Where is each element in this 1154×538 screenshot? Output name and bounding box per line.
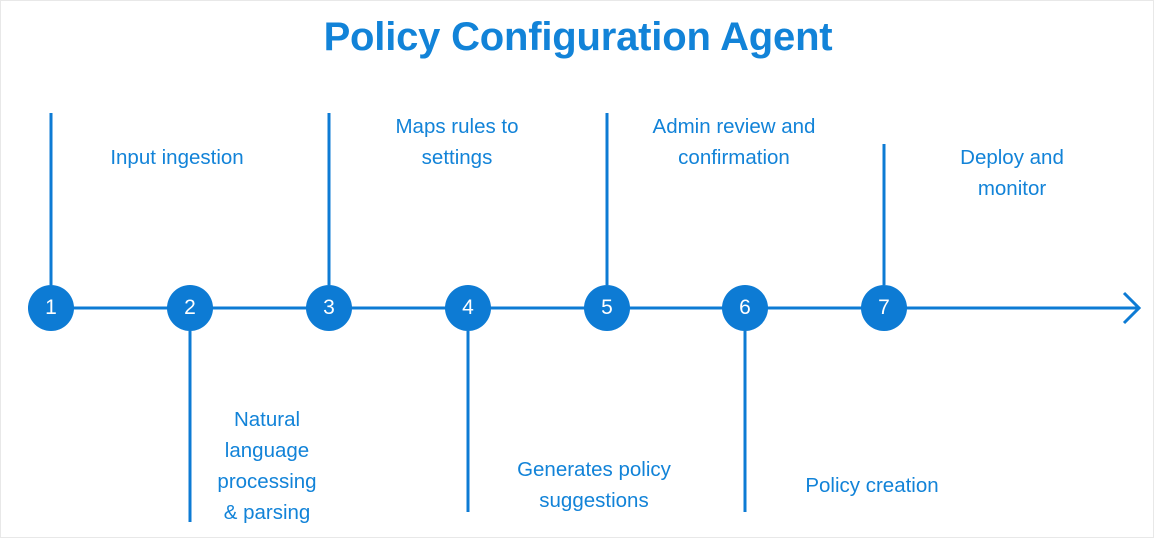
- step-label-2: Natural language processing & parsing: [217, 408, 317, 524]
- step-label-7: Deploy and monitor: [960, 146, 1064, 200]
- step-node-1[interactable]: 1: [28, 285, 74, 331]
- step-node-5[interactable]: 5: [584, 285, 630, 331]
- step-label-3: Maps rules to settings: [395, 115, 519, 169]
- step-node-2[interactable]: 2: [167, 285, 213, 331]
- page-title: Policy Configuration Agent: [323, 15, 833, 59]
- step-node-7[interactable]: 7: [861, 285, 907, 331]
- step-label-4: Generates policy suggestions: [517, 458, 671, 512]
- step-node-6[interactable]: 6: [722, 285, 768, 331]
- step-label-1: Input ingestion: [110, 146, 244, 169]
- step-node-4[interactable]: 4: [445, 285, 491, 331]
- step-node-3[interactable]: 3: [306, 285, 352, 331]
- step-label-6: Policy creation: [805, 474, 939, 497]
- arrowhead-chevron: [1122, 291, 1142, 325]
- step-label-5: Admin review and confirmation: [652, 115, 816, 169]
- timeline-arrowhead: [1122, 291, 1142, 325]
